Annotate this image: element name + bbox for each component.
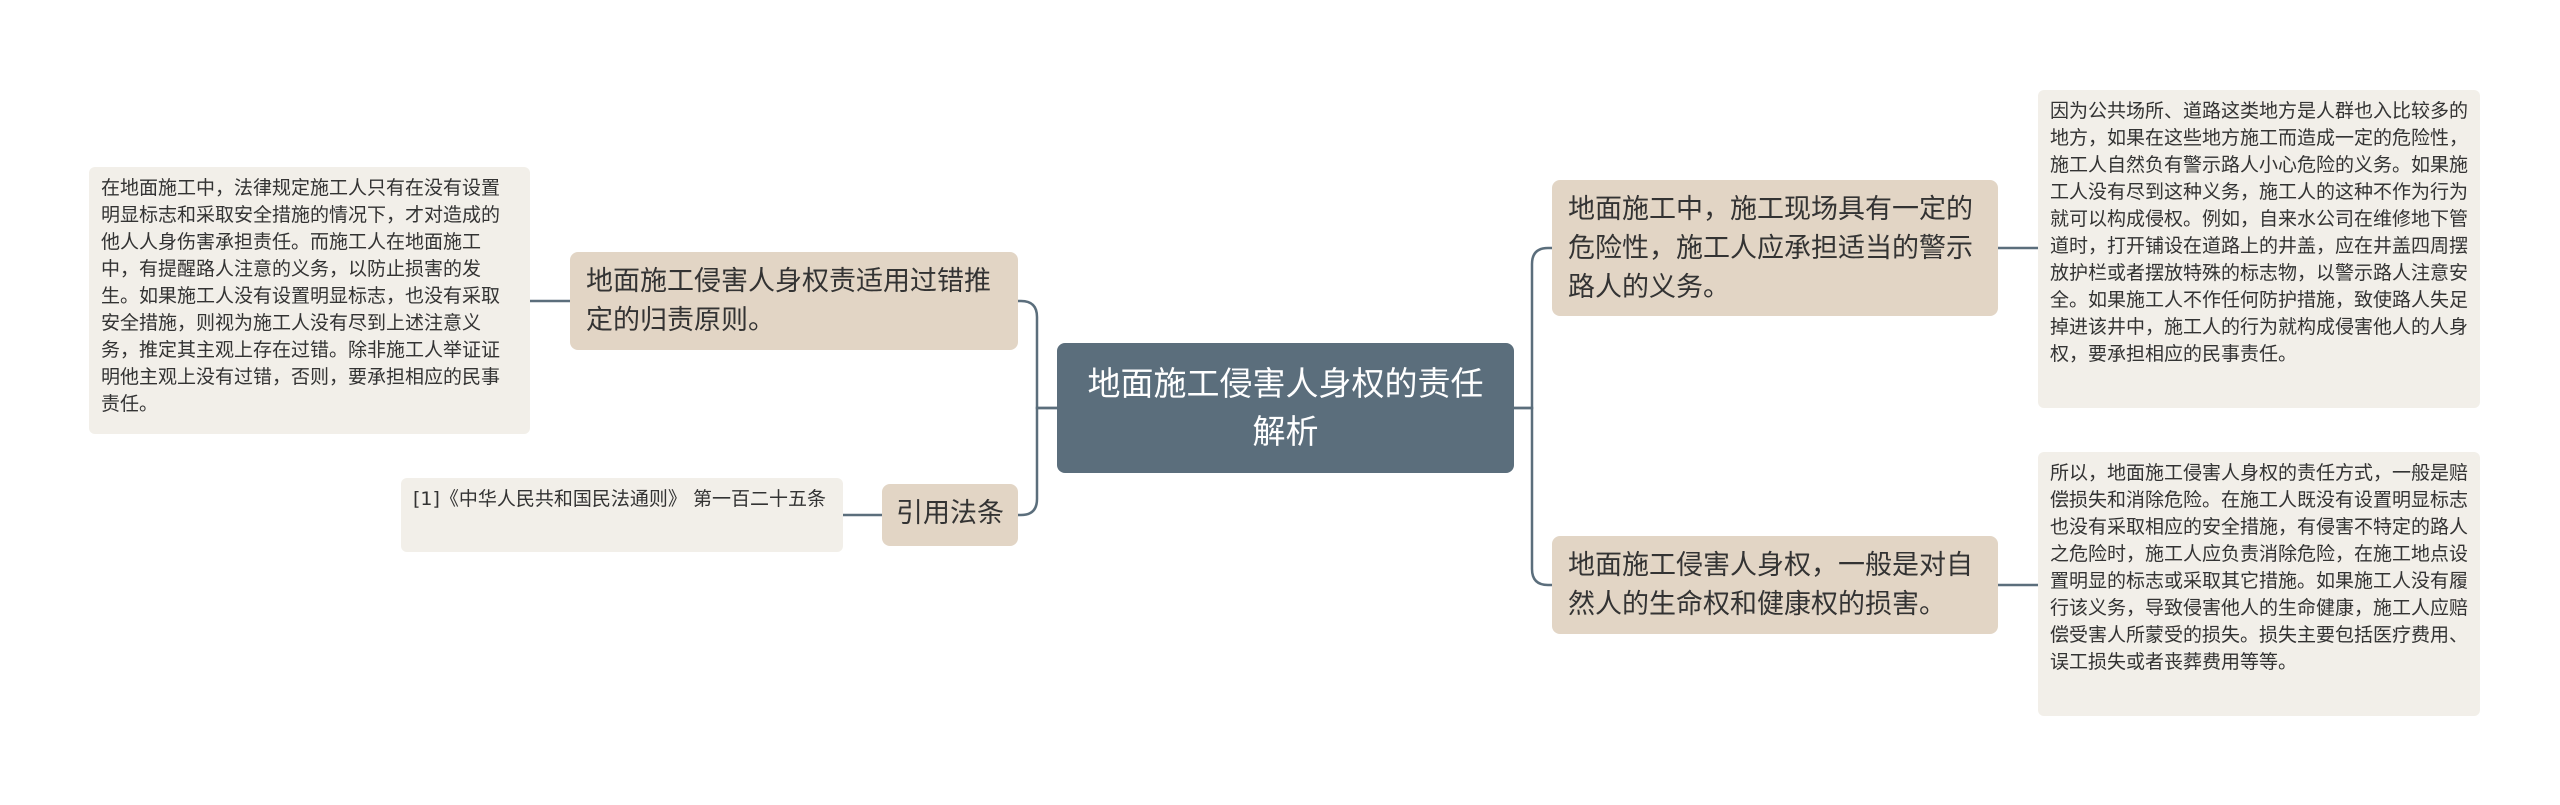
- connector-root-to-branch-1: [1018, 299, 1057, 410]
- connector-root-to-branch-2: [1018, 406, 1057, 517]
- connector-root-to-branch-4: [1514, 406, 1552, 587]
- leaf-text: 因为公共场所、道路这类地方是人群也入比较多的地方，如果在这些地方施工而造成一定的…: [2050, 100, 2469, 365]
- leaf-text: 所以，地面施工侵害人身权的责任方式，一般是赔偿损失和消除危险。在施工人既没有设置…: [2050, 462, 2469, 673]
- branch-label: 引用法条: [896, 498, 1004, 529]
- leaf-cited-law-detail[interactable]: [1]《中华人民共和国民法通则》 第一百二十五条: [401, 478, 843, 552]
- branch-fault-presumption[interactable]: 地面施工侵害人身权责适用过错推定的归责原则。: [570, 252, 1018, 350]
- leaf-warning-duty-detail[interactable]: 因为公共场所、道路这类地方是人群也入比较多的地方，如果在这些地方施工而造成一定的…: [2038, 90, 2480, 408]
- leaf-fault-presumption-detail[interactable]: 在地面施工中，法律规定施工人只有在没有设置明显标志和采取安全措施的情况下，才对造…: [89, 167, 530, 434]
- leaf-text: 在地面施工中，法律规定施工人只有在没有设置明显标志和采取安全措施的情况下，才对造…: [101, 177, 501, 415]
- root-topic-label: 地面施工侵害人身权的责任解析: [1087, 364, 1484, 451]
- connector-root-to-branch-3: [1514, 246, 1552, 410]
- leaf-life-health-damage-detail[interactable]: 所以，地面施工侵害人身权的责任方式，一般是赔偿损失和消除危险。在施工人既没有设置…: [2038, 452, 2480, 716]
- branch-cited-law[interactable]: 引用法条: [882, 484, 1018, 546]
- branch-label: 地面施工中，施工现场具有一定的危险性，施工人应承担适当的警示路人的义务。: [1568, 194, 1973, 303]
- branch-label: 地面施工侵害人身权，一般是对自然人的生命权和健康权的损害。: [1568, 550, 1973, 620]
- branch-label: 地面施工侵害人身权责适用过错推定的归责原则。: [586, 266, 991, 336]
- root-topic[interactable]: 地面施工侵害人身权的责任解析: [1057, 343, 1514, 473]
- branch-life-health-damage[interactable]: 地面施工侵害人身权，一般是对自然人的生命权和健康权的损害。: [1552, 536, 1998, 634]
- leaf-text: [1]《中华人民共和国民法通则》 第一百二十五条: [413, 488, 826, 510]
- branch-warning-duty[interactable]: 地面施工中，施工现场具有一定的危险性，施工人应承担适当的警示路人的义务。: [1552, 180, 1998, 316]
